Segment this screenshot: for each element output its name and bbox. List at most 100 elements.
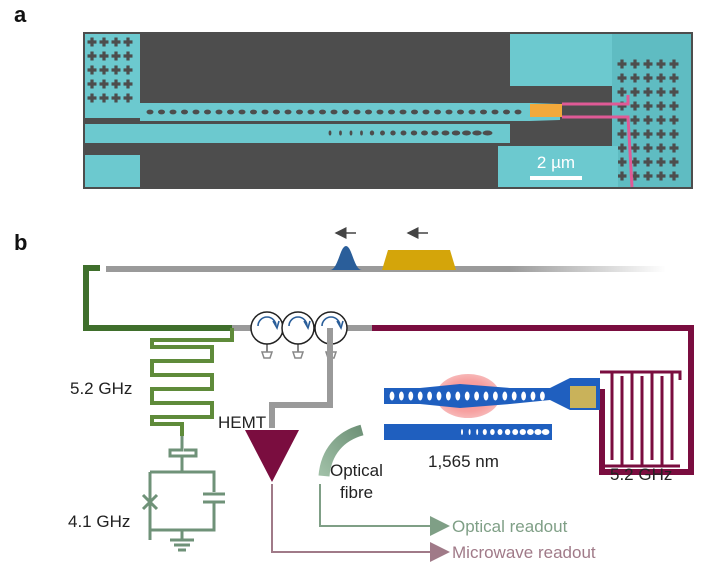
panel-label-a: a bbox=[14, 2, 27, 27]
waveguide-hole bbox=[482, 130, 493, 136]
phononic-cross bbox=[99, 51, 109, 61]
phononic-cross bbox=[123, 37, 133, 47]
wavelength-label: 1,565 nm bbox=[428, 452, 499, 471]
waveguide-holes-b bbox=[461, 429, 550, 435]
waveguide-hole bbox=[380, 130, 385, 136]
waveguide-hole bbox=[390, 130, 396, 136]
waveguide-hole-b bbox=[504, 429, 511, 435]
phononic-cross bbox=[669, 101, 679, 111]
phononic-cross bbox=[630, 129, 640, 139]
scale-bar-label: 2 µm bbox=[537, 153, 575, 172]
interdigital-transducer bbox=[600, 370, 682, 468]
crystal-hole bbox=[436, 391, 442, 401]
phononic-cross bbox=[669, 73, 679, 83]
pad-bottom-left bbox=[85, 155, 140, 187]
waveguide-hole bbox=[349, 130, 353, 136]
phononic-cross bbox=[617, 73, 627, 83]
waveguide-hole-b bbox=[476, 429, 479, 435]
waveguide-hole bbox=[339, 130, 342, 136]
nanobeam-hole bbox=[434, 109, 441, 115]
phononic-cross bbox=[630, 87, 640, 97]
meander-resonator bbox=[150, 328, 234, 436]
phononic-cross bbox=[99, 93, 109, 103]
nanobeam-hole bbox=[422, 109, 430, 115]
phononic-cross bbox=[99, 65, 109, 75]
nanobeam-hole bbox=[514, 109, 522, 115]
phononic-cross bbox=[617, 157, 627, 167]
phononic-cross bbox=[617, 171, 627, 181]
crystal-hole bbox=[474, 391, 479, 401]
crystal-hole bbox=[427, 391, 432, 401]
circulator-arrow bbox=[257, 316, 277, 327]
phononic-cross bbox=[111, 65, 121, 75]
waveguide-hole bbox=[472, 130, 482, 136]
waveguide-hole bbox=[400, 130, 407, 136]
nanobeam-hole bbox=[353, 109, 361, 115]
nanobeam-hole bbox=[204, 109, 211, 115]
nanobeam-hole bbox=[445, 109, 453, 115]
sem-micrograph: 2 µm bbox=[83, 32, 693, 189]
phononic-cross bbox=[669, 129, 679, 139]
crystal-hole bbox=[455, 391, 461, 401]
waveguide-hole bbox=[431, 130, 439, 136]
phononic-cross bbox=[643, 73, 653, 83]
electrode-top bbox=[562, 95, 630, 106]
phononic-cross bbox=[630, 73, 640, 83]
phononic-cross bbox=[617, 129, 627, 139]
waveguide-hole bbox=[451, 130, 461, 136]
waveguide-hole-b bbox=[461, 429, 463, 435]
phononic-cross bbox=[630, 171, 640, 181]
crystal-hole bbox=[408, 391, 414, 401]
microwave-readout-arrow bbox=[271, 484, 450, 562]
coupling-capacitor bbox=[168, 436, 198, 458]
nanobeam-hole bbox=[388, 109, 395, 115]
phononic-cross bbox=[617, 87, 627, 97]
amplifier-input-line bbox=[269, 328, 333, 428]
qubit-freq-label: 4.1 GHz bbox=[68, 512, 130, 531]
phononic-cross bbox=[656, 157, 666, 167]
nanobeam-hole bbox=[181, 109, 188, 115]
nanobeam-hole bbox=[158, 109, 165, 115]
crystal-hole bbox=[389, 391, 395, 401]
phononic-cross bbox=[87, 37, 97, 47]
pulse-gold bbox=[382, 250, 456, 270]
circulator-arrow bbox=[288, 316, 308, 327]
resonator-freq-left: 5.2 GHz bbox=[70, 379, 132, 398]
phononic-cross bbox=[617, 115, 627, 125]
pulse-blue bbox=[330, 246, 362, 270]
optical-waveguide bbox=[384, 424, 552, 440]
crystal-hole bbox=[493, 391, 498, 401]
phononic-cross bbox=[643, 59, 653, 69]
qubit-bottom-wire bbox=[150, 502, 216, 532]
phononic-cross bbox=[99, 79, 109, 89]
phononic-cross bbox=[656, 115, 666, 125]
phononic-cross bbox=[643, 115, 653, 125]
waveguide-hole bbox=[410, 130, 418, 136]
coupling-waveguide bbox=[85, 124, 510, 143]
waveguide-hole-b bbox=[490, 429, 495, 435]
phononic-cross bbox=[656, 73, 666, 83]
nanobeam-hole bbox=[169, 109, 177, 115]
nanobeam-hole bbox=[250, 109, 257, 115]
phononic-cross bbox=[111, 93, 121, 103]
phononic-crosses-right bbox=[617, 59, 679, 181]
phononic-cross bbox=[123, 79, 133, 89]
phononic-cross bbox=[656, 101, 666, 111]
waveguide-hole-b bbox=[497, 429, 503, 435]
phononic-cross bbox=[123, 93, 133, 103]
nanobeam-hole bbox=[503, 109, 510, 115]
nanobeam-hole bbox=[284, 109, 292, 115]
piezo-block bbox=[570, 386, 596, 408]
phononic-cross bbox=[111, 37, 121, 47]
waveguide-hole-b bbox=[527, 429, 534, 435]
waveguide-hole bbox=[462, 130, 471, 136]
crystal-hole bbox=[464, 391, 470, 401]
circulator-arrow bbox=[321, 316, 341, 327]
crystal-hole bbox=[446, 391, 451, 401]
nanobeam-hole bbox=[411, 109, 418, 115]
phononic-cross bbox=[630, 157, 640, 167]
waveguide-hole bbox=[328, 130, 332, 136]
waveguide-hole-b bbox=[482, 429, 487, 435]
maroon-feedline bbox=[372, 325, 694, 475]
